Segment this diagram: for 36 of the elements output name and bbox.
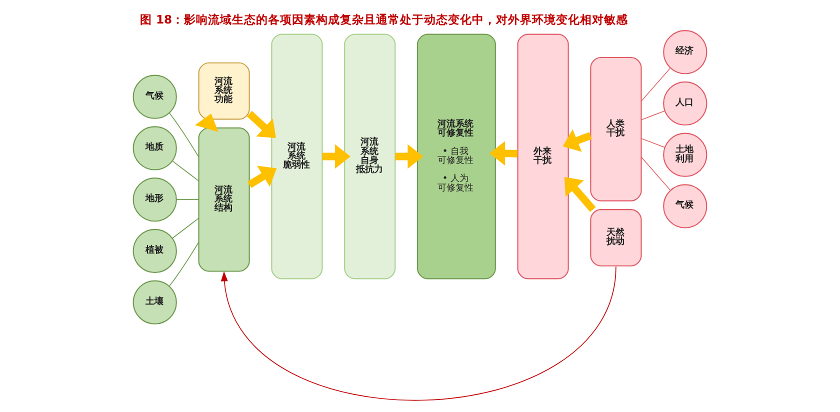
node-circle: 土地利用 xyxy=(663,132,708,177)
node-box: 天然扰动 xyxy=(590,209,642,266)
connector xyxy=(640,67,671,102)
node-circle: 地质 xyxy=(132,126,177,170)
node-box: 河流系统结构 xyxy=(198,127,250,272)
node-box: 河流系统自身抵抗力 xyxy=(344,34,396,280)
connector xyxy=(641,138,666,148)
connector xyxy=(168,242,200,286)
node-box: 外来干扰 xyxy=(517,34,569,280)
connector xyxy=(641,110,666,120)
node-box: 河流系统功能 xyxy=(198,62,250,120)
arrow xyxy=(194,114,218,132)
node-circle: 气候 xyxy=(663,184,708,228)
diagram-title: 图 18：影响流域生态的各项因素构成复杂且通常处于动态变化中，对外界环境变化相对敏感 xyxy=(140,12,628,26)
arrow xyxy=(490,141,518,166)
arrow xyxy=(247,166,277,188)
node-circle: 气候 xyxy=(132,74,177,119)
arrow xyxy=(220,266,616,401)
arrow xyxy=(246,110,276,138)
connector xyxy=(168,112,200,158)
node-box: 河流系统可修复性 • 自我可修复性 • 人为可修复性 xyxy=(416,34,496,280)
node-circle: 土壤 xyxy=(132,280,177,324)
arrow xyxy=(564,176,596,212)
connector xyxy=(172,218,199,239)
connector xyxy=(172,160,199,182)
node-circle: 地形 xyxy=(132,178,177,222)
connector xyxy=(176,199,200,200)
connector xyxy=(640,156,671,191)
arrow xyxy=(322,144,350,169)
arrow xyxy=(562,129,592,152)
node-circle: 植被 xyxy=(132,228,177,274)
arrow xyxy=(395,144,424,169)
node-box: 人类干扰 xyxy=(590,56,642,202)
node-circle: 经济 xyxy=(663,30,708,74)
node-circle: 人口 xyxy=(663,81,708,126)
node-box: 河流系统脆弱性 xyxy=(271,34,323,280)
